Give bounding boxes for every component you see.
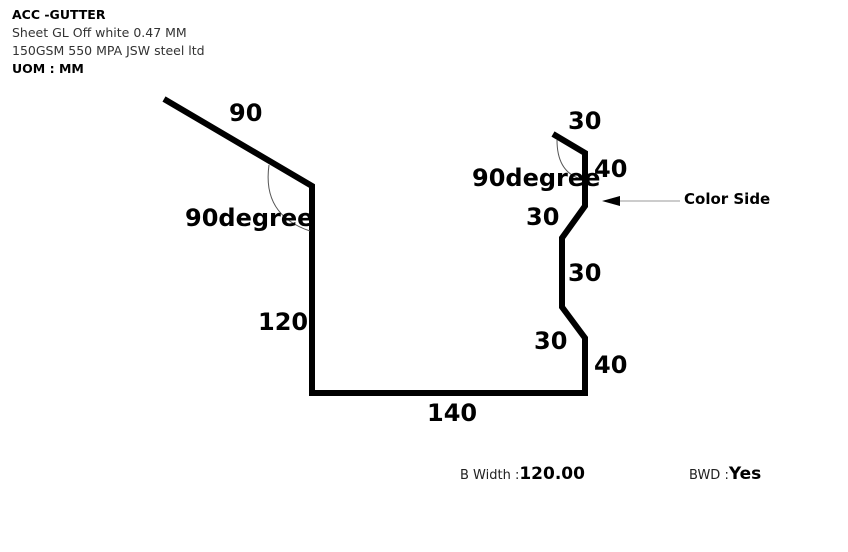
b-width-label: B Width : (460, 468, 520, 483)
color-side-label: Color Side (684, 190, 770, 208)
bwd-label: BWD : (689, 468, 729, 483)
right-angle-arc (556, 139, 579, 179)
dim-right-lower-vertical: 40 (594, 351, 627, 379)
uom-value: MM (58, 61, 84, 76)
bwd-field: BWD :Yes (689, 464, 761, 484)
dim-right-upper-slant: 30 (526, 203, 559, 231)
dim-top-left-segment: 90 (229, 99, 262, 127)
material-line-2: 150GSM 550 MPA JSW steel ltd (12, 43, 205, 58)
bwd-value: Yes (728, 464, 762, 484)
left-angle-label: 90degree (185, 204, 313, 232)
color-side-arrow-head (602, 196, 620, 206)
uom-label: UOM : (12, 61, 55, 76)
material-line-1: Sheet GL Off white 0.47 MM (12, 25, 187, 40)
b-width-field: B Width :120.00 (460, 464, 585, 484)
left-angle-arc (267, 164, 311, 232)
b-width-value: 120.00 (519, 464, 585, 484)
right-angle-label: 90degree (472, 164, 600, 192)
product-title: ACC -GUTTER (12, 7, 106, 22)
dim-bottom: 140 (427, 399, 477, 427)
dim-right-upper-vertical: 40 (594, 155, 627, 183)
dim-right-middle-vertical: 30 (568, 259, 601, 287)
profile-line-left (162, 96, 588, 396)
uom-row: UOM : MM (12, 60, 205, 78)
dim-left-vertical: 120 (258, 308, 308, 336)
dim-right-lower-slant: 30 (534, 327, 567, 355)
drawing-header: ACC -GUTTER Sheet GL Off white 0.47 MM 1… (12, 6, 205, 78)
dim-right-top-lip: 30 (568, 107, 601, 135)
